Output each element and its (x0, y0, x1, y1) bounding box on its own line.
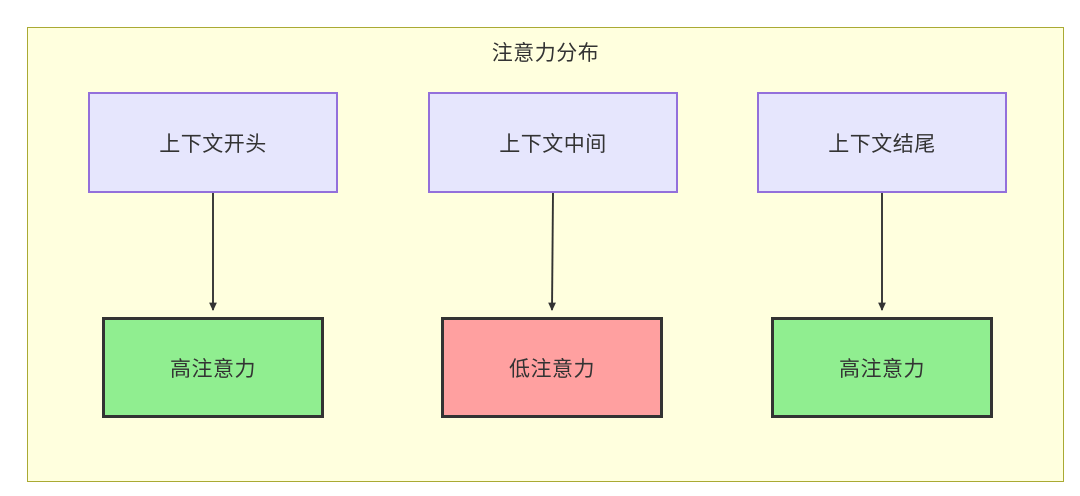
node-label: 上下文结尾 (828, 132, 936, 156)
node-context-middle[interactable]: 上下文中间 (428, 92, 678, 193)
node-label: 上下文中间 (499, 132, 607, 156)
node-context-end[interactable]: 上下文结尾 (757, 92, 1007, 193)
node-label: 高注意力 (839, 357, 925, 381)
node-context-start[interactable]: 上下文开头 (88, 92, 338, 193)
node-high-attention-start[interactable]: 高注意力 (102, 317, 324, 418)
node-label: 低注意力 (509, 357, 595, 381)
node-high-attention-end[interactable]: 高注意力 (771, 317, 993, 418)
node-label: 高注意力 (170, 357, 256, 381)
subgraph-title: 注意力分布 (491, 42, 600, 65)
node-low-attention-middle[interactable]: 低注意力 (441, 317, 663, 418)
node-label: 上下文开头 (159, 132, 267, 156)
